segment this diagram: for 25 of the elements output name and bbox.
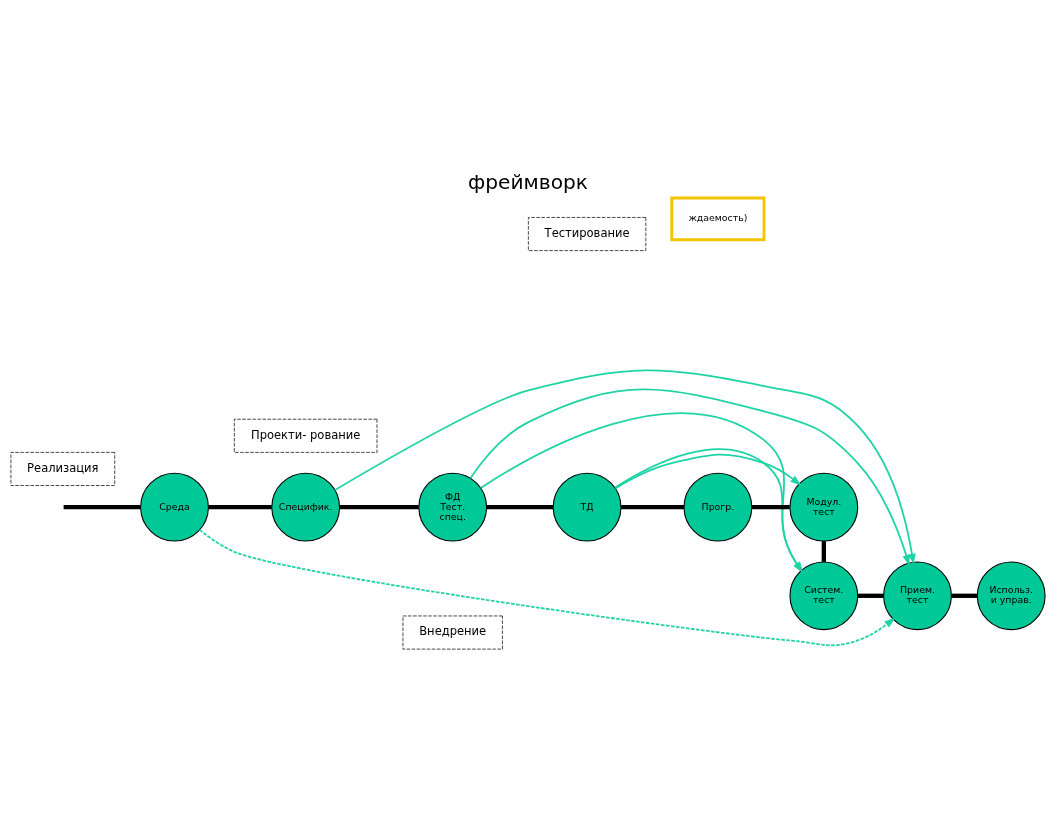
connector (951, 593, 978, 598)
connector (339, 504, 419, 509)
node-box: Проекти- рование (233, 418, 378, 453)
node-circle: ТД (552, 472, 622, 542)
node-circle: Среда (140, 472, 209, 542)
node-box: Реализация (10, 451, 116, 486)
node-circle: Прогр. (683, 472, 753, 542)
connector (208, 504, 272, 509)
connector (486, 504, 554, 509)
node-circle: Специфик. (271, 472, 341, 542)
node-box: Внедрение (402, 615, 503, 649)
diagram-title: фреймворк (468, 169, 588, 194)
arrow (469, 387, 910, 566)
node-box: ждаемость) (670, 196, 766, 241)
connector (821, 540, 826, 562)
connector (751, 504, 790, 509)
connector (857, 593, 884, 598)
node-circle: ФД Тест. спец. (418, 472, 488, 542)
connector (621, 504, 684, 509)
node-circle: Использ. и управ. (976, 560, 1046, 630)
arrow (198, 528, 896, 646)
connector (63, 504, 141, 509)
arrow (334, 369, 916, 565)
node-box: Тестирование (528, 216, 647, 251)
arrow (614, 453, 802, 489)
